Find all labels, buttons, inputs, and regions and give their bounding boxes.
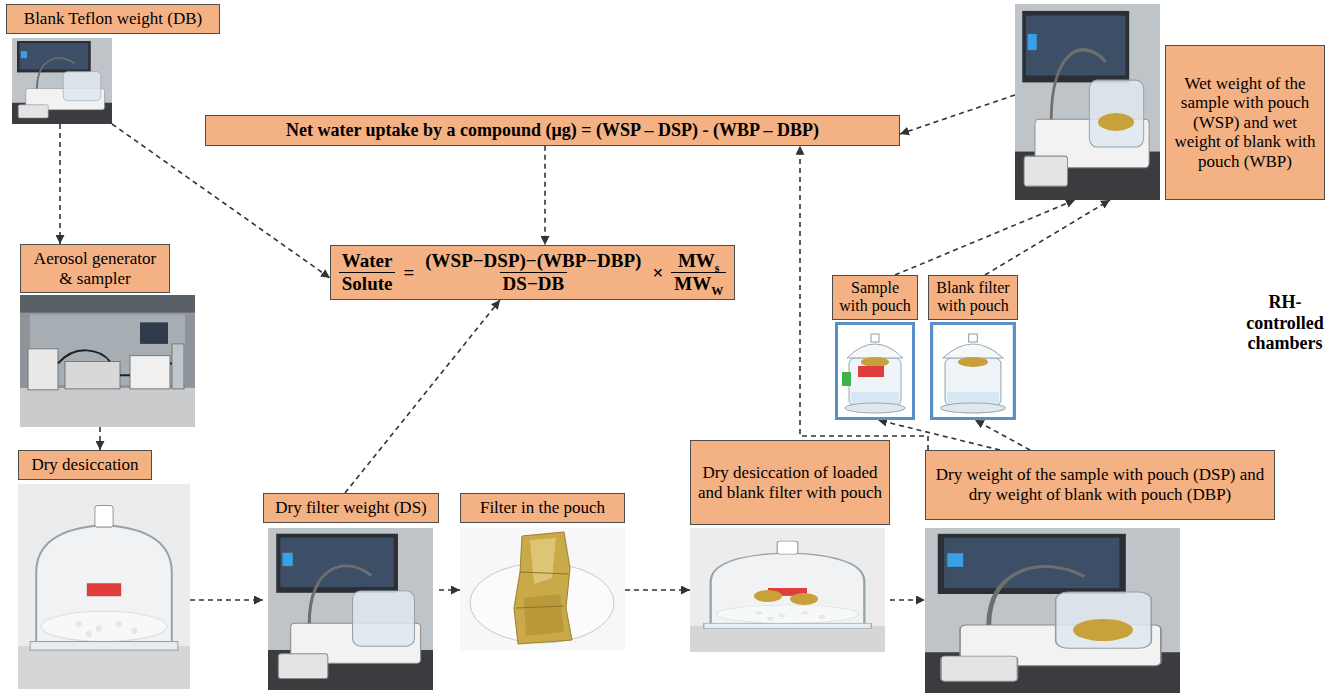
dashed-arrow (439, 589, 460, 591)
process-box: Net water uptake by a compound (μg) = (W… (205, 115, 900, 146)
formula-operator: = (403, 262, 414, 284)
formula-term: DS−DB (503, 273, 565, 294)
box-text: Dry desiccation (31, 455, 138, 475)
fraction-denominator: MWW (671, 272, 726, 295)
formula-term: Water (342, 250, 393, 271)
balance-photo (12, 38, 112, 124)
box-text: Net water uptake by a compound (μg) = (W… (286, 120, 819, 141)
process-box: WaterSolute=(WSP−DSP)−(WBP−DBP)DS−DB×MWs… (330, 245, 735, 300)
fraction-numerator: MWs (675, 250, 723, 272)
step-label-box: Dry weight of the sample with pouch (DSP… (925, 450, 1275, 520)
formula-term: Solute (342, 273, 393, 294)
step-node: Filter in the pouch (460, 493, 625, 650)
dashed-arrow (59, 124, 61, 244)
dashed-arrow (800, 146, 928, 450)
step-label-box: Dry desiccation of loaded and blank filt… (690, 440, 890, 525)
dashed-arrow (625, 589, 690, 591)
step-label-box: Blank Teflon weight (DB) (6, 4, 220, 34)
dashed-arrow (890, 599, 925, 601)
formula-term: (WSP−DSP)−(WBP−DBP) (425, 250, 641, 271)
formula-fraction: MWsMWW (671, 250, 726, 295)
step-label-box: Dry filter weight (DS) (263, 493, 439, 523)
dashed-arrow (99, 427, 101, 450)
formula-fraction: WaterSolute (339, 250, 396, 295)
formula-row: WaterSolute=(WSP−DSP)−(WBP−DBP)DS−DB×MWs… (339, 250, 726, 295)
fraction-numerator: Water (339, 250, 396, 272)
step-label-box: Filter in the pouch (460, 493, 625, 523)
fraction-numerator: (WSP−DSP)−(WBP−DBP) (422, 250, 644, 272)
balance-photo (1015, 4, 1160, 200)
formula-term: MW (678, 250, 715, 271)
box-text: Sample with pouch (837, 279, 913, 316)
balance-photo (268, 528, 433, 690)
box-text: Dry weight of the sample with pouch (DSP… (932, 465, 1268, 504)
balance-photo (925, 528, 1180, 693)
box-text: Filter in the pouch (480, 498, 605, 518)
step-label-box: Dry desiccation (18, 450, 152, 480)
step-label-box: Aerosol generator & sampler (20, 244, 170, 293)
step-node: Dry desiccation of loaded and blank filt… (690, 440, 890, 652)
formula-operator-text: × (652, 262, 663, 283)
photo-gold-pouch (754, 590, 782, 602)
step-node: Aerosol generator & sampler (20, 244, 195, 427)
step-node: Blank filter with pouch (928, 275, 1018, 420)
box-text: Blank filter with pouch (933, 279, 1013, 316)
formula-subscript: s (715, 262, 720, 276)
step-node: Dry weight of the sample with pouch (DSP… (925, 450, 1275, 693)
photo-gold-pouch (790, 593, 818, 605)
step-label-box: Sample with pouch (832, 275, 918, 320)
dashed-arrow (900, 95, 1015, 134)
desiccator-photo (690, 528, 885, 652)
box-text: Wet weight of the sample with pouch (WSP… (1172, 74, 1318, 172)
photo-green-tag (842, 372, 851, 386)
photo-gold-pouch (1073, 619, 1133, 641)
formula-operator-text: = (403, 262, 414, 283)
dashed-arrow (345, 300, 500, 493)
box-text: Dry filter weight (DS) (275, 498, 427, 518)
aerosol-photo (20, 295, 195, 427)
photo-gold-pouch (1098, 113, 1134, 131)
dashed-arrow (544, 146, 546, 245)
dashed-arrow (985, 200, 1110, 275)
photo-red-tag (858, 366, 884, 377)
desiccator-photo (18, 484, 190, 689)
formula-term: MW (674, 273, 711, 294)
formula-operator: × (652, 262, 663, 284)
dashed-arrow (190, 599, 263, 601)
fraction-denominator: DS−DB (500, 272, 568, 295)
box-text: Dry desiccation of loaded and blank filt… (697, 463, 883, 502)
formula-fraction: (WSP−DSP)−(WBP−DBP)DS−DB (422, 250, 644, 295)
step-label-box: Wet weight of the sample with pouch (WSP… (1165, 45, 1325, 200)
step-node: Wet weight of the sample with pouch (WSP… (1015, 4, 1325, 200)
pouch-photo (460, 528, 625, 650)
step-label-box: Blank filter with pouch (928, 275, 1018, 320)
step-node: Dry filter weight (DS) (263, 493, 439, 690)
chamber-photo (932, 324, 1015, 419)
box-text: Blank Teflon weight (DB) (24, 9, 202, 29)
step-node: Blank Teflon weight (DB) (6, 4, 220, 124)
dashed-arrow (975, 420, 1030, 450)
formula-subscript: W (711, 285, 723, 299)
fraction-denominator: Solute (339, 272, 396, 295)
step-node: Sample with pouch (832, 275, 918, 420)
chamber-caption: RH-controlled chambers (1240, 292, 1330, 354)
box-text: Aerosol generator & sampler (27, 249, 163, 288)
chamber-photo (837, 324, 914, 419)
step-node: Dry desiccation (18, 450, 190, 689)
